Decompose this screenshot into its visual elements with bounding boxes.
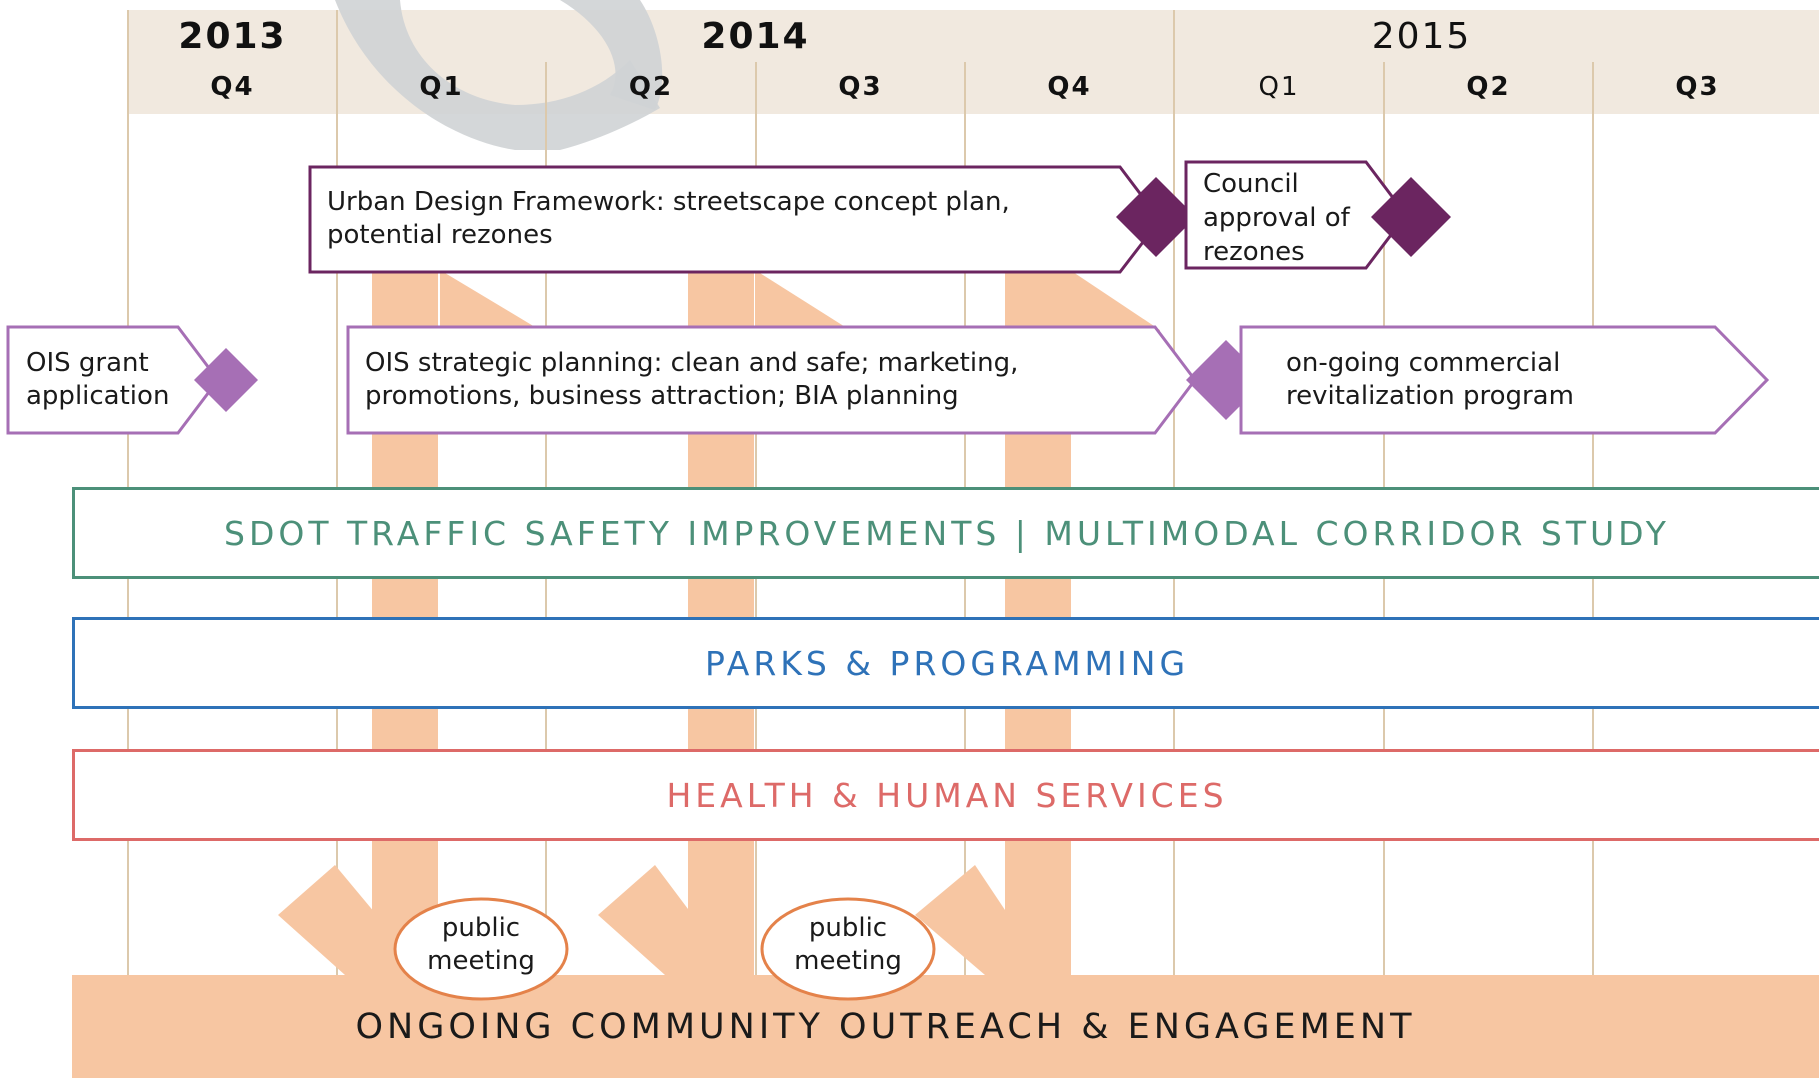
council-milestone <box>1371 177 1451 257</box>
ois-grant-box <box>6 325 220 435</box>
flow-branch <box>598 865 700 975</box>
public-meeting-label-1: public meeting <box>427 913 535 976</box>
ois-grant-milestone <box>194 348 258 412</box>
year-2015: 2015 <box>1371 16 1472 57</box>
health-band: HEALTH & HUMAN SERVICES <box>72 749 1819 841</box>
council-label: Council approval of rezones <box>1203 169 1350 267</box>
public-meeting-2 <box>760 897 936 1001</box>
watermark-arc <box>560 0 663 110</box>
ongoing-box <box>1239 325 1770 435</box>
quarter-2015-q3: Q3 <box>1675 72 1720 102</box>
ois-planning-label: OIS strategic planning: clean and safe; … <box>365 348 1019 411</box>
ois-grant-label: OIS grant application <box>26 348 170 411</box>
council-box <box>1184 160 1408 270</box>
flow-branch <box>440 270 540 340</box>
quarter-2013-q4: Q4 <box>210 72 255 102</box>
ois-planning-box <box>346 325 1197 435</box>
outreach-bar <box>72 975 1819 1078</box>
quarter-2014-q1: Q1 <box>419 72 464 102</box>
watermark-arc <box>335 0 660 150</box>
parks-band: PARKS & PROGRAMMING <box>72 617 1819 709</box>
flow-branch <box>755 270 850 340</box>
quarter-2014-q2: Q2 <box>628 72 674 102</box>
quarter-2015-q1: Q1 <box>1258 72 1300 102</box>
flow-branch <box>915 865 1015 975</box>
public-meeting-1 <box>393 897 569 1001</box>
ongoing-label: on-going commercial revitalization progr… <box>1286 348 1574 411</box>
quarter-2015-q2: Q2 <box>1466 72 1511 102</box>
urban-design-label: Urban Design Framework: streetscape conc… <box>327 187 1010 250</box>
quarter-2014-q4: Q4 <box>1047 72 1092 102</box>
flow-branch <box>1070 270 1160 340</box>
public-meeting-label-2: public meeting <box>794 913 902 976</box>
year-2014: 2014 <box>701 16 810 57</box>
outreach-label: ONGOING COMMUNITY OUTREACH & ENGAGEMENT <box>355 1006 1416 1047</box>
urban-design-milestone <box>1116 177 1196 257</box>
flow-branch <box>278 865 385 975</box>
urban-design-box <box>308 165 1162 274</box>
sdot-band: SDOT TRAFFIC SAFETY IMPROVEMENTS | MULTI… <box>72 487 1819 579</box>
year-2013: 2013 <box>178 16 287 57</box>
quarter-2014-q3: Q3 <box>838 72 883 102</box>
